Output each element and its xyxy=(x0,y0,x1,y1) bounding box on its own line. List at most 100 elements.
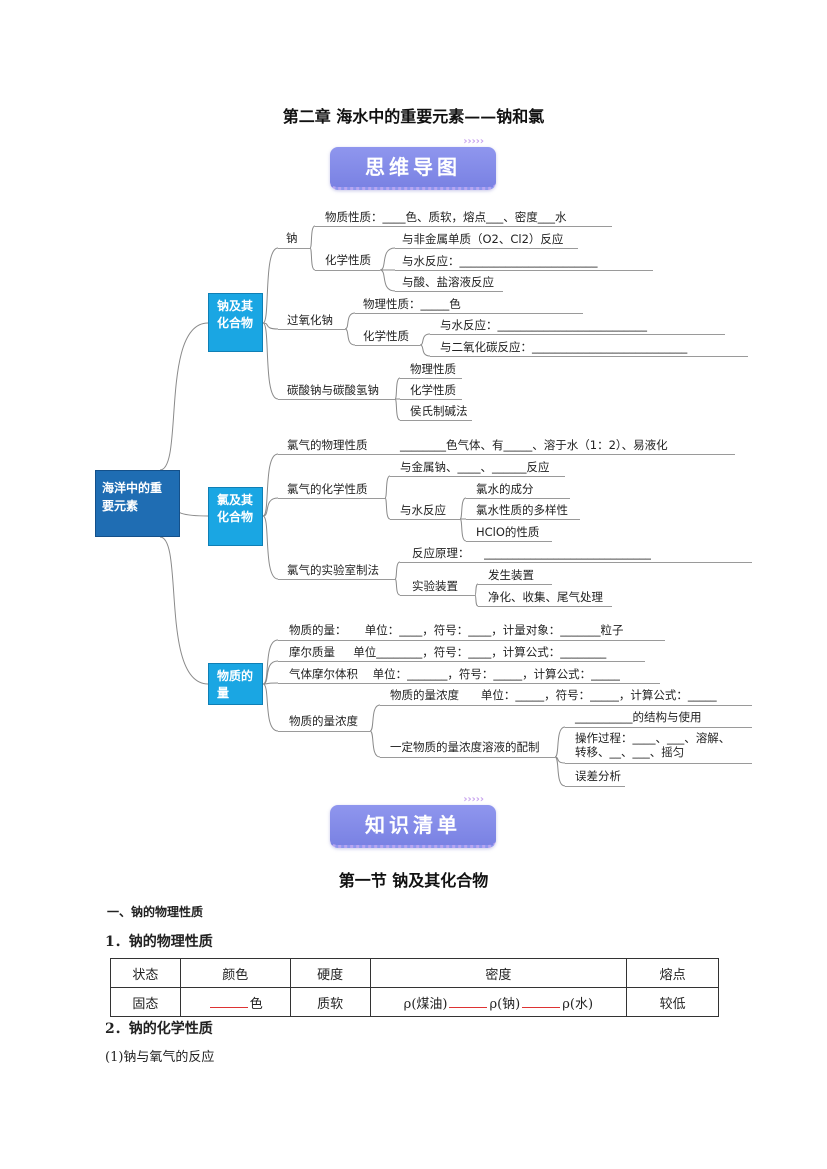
cell-state: 固态 xyxy=(110,987,181,1017)
chevrons-icon: ››››› xyxy=(463,794,484,805)
node-carb-chemical: 化学性质 xyxy=(410,383,456,397)
connector-line xyxy=(262,682,279,685)
connector-line xyxy=(262,322,279,330)
branch-line xyxy=(278,454,735,455)
connector-line xyxy=(554,756,566,787)
connector-line xyxy=(262,497,279,517)
node-concentration-def: 物质的量浓度 单位：_____，符号：_____，计算公式：_____ xyxy=(390,688,717,702)
node-na-physical: 物质性质：____色、质软，熔点___、密度___水 xyxy=(325,210,567,224)
branch-line xyxy=(355,345,420,346)
branch-sodium: 钠及其化合物 xyxy=(208,293,263,352)
node-na2o2-co2: 与二氧化碳反应：___________________________ xyxy=(440,340,688,354)
color-suffix: 色 xyxy=(249,996,263,1012)
fill-blank[interactable] xyxy=(209,995,248,1008)
connector-line xyxy=(394,561,401,580)
node-lab-principle: 反应原理： _____________________________ xyxy=(412,546,651,560)
chevrons-icon: ››››› xyxy=(463,136,484,147)
connector-line xyxy=(262,322,279,400)
fill-blank[interactable] xyxy=(449,995,488,1008)
branch-line xyxy=(278,579,395,580)
node-carbonates: 碳酸钠与碳酸氢钠 xyxy=(287,383,379,397)
subheading-chemical: 2．钠的化学性质 xyxy=(105,1021,213,1037)
chapter-title: 第二章 海水中的重要元素——钠和氯 xyxy=(282,107,545,126)
branch-line xyxy=(390,476,565,477)
branch-line xyxy=(390,519,460,520)
branch-line xyxy=(400,399,462,400)
rho-sodium: ρ(钠) xyxy=(489,996,521,1012)
node-procedure: 操作过程：____、___、溶解、 转移、__、___、摇匀 xyxy=(575,731,731,759)
branch-line xyxy=(466,498,570,499)
node-chlorine-water-components: 氯水的成分 xyxy=(476,482,534,496)
node-cl-metal: 与金属钠、____、______反应 xyxy=(400,460,550,474)
connector-line xyxy=(394,398,401,421)
branch-chlorine: 氯及其化合物 xyxy=(208,487,263,546)
connector-line xyxy=(159,536,209,685)
node-carb-physical: 物理性质 xyxy=(410,362,456,376)
subheading-physical: 1．钠的物理性质 xyxy=(105,934,213,950)
node-solution-prep: 一定物质的量浓度溶液的配制 xyxy=(390,740,540,754)
connector-line xyxy=(384,475,391,499)
knowledge-banner-label: 知识清单 xyxy=(365,813,461,837)
node-amount: 物质的量： 单位：____，符号：____，计量对象：_______粒子 xyxy=(289,623,624,637)
connector-line xyxy=(262,247,279,324)
node-error-analysis: 误差分析 xyxy=(575,769,621,783)
branch-line xyxy=(315,226,612,227)
connector-line xyxy=(369,730,381,758)
branch-line xyxy=(278,498,385,499)
connector-line xyxy=(379,247,396,271)
rho-kerosene: ρ(煤油) xyxy=(403,996,448,1012)
connector-line xyxy=(394,377,401,400)
mindmap-root: 海洋中的重要元素 xyxy=(95,470,180,537)
connector-line xyxy=(262,515,279,580)
branch-line xyxy=(478,606,612,607)
table-header: 密度 xyxy=(369,958,628,988)
sodium-properties-table: 状态 颜色 硬度 密度 熔点 固态 色 质软 ρ(煤油)ρ(钠)ρ(水) 较低 xyxy=(110,958,719,1017)
node-na2o2: 过氧化钠 xyxy=(287,313,333,327)
connector-line xyxy=(474,594,479,607)
connector-line xyxy=(262,683,279,732)
table-row: 固态 色 质软 ρ(煤油)ρ(钠)ρ(水) 较低 xyxy=(110,987,719,1017)
table-header: 熔点 xyxy=(626,958,719,988)
node-purify: 净化、收集、尾气处理 xyxy=(488,590,603,604)
connector-line xyxy=(262,639,279,685)
branch-line xyxy=(380,757,555,758)
table-header: 硬度 xyxy=(289,958,371,988)
branch-line xyxy=(278,661,645,662)
rho-water: ρ(水) xyxy=(562,996,594,1012)
branch-line xyxy=(565,763,752,764)
connector-line xyxy=(309,225,316,249)
connector-line xyxy=(459,497,467,520)
node-molar-mass: 摩尔质量 单位________，符号：____，计算公式：________ xyxy=(289,645,607,659)
branch-line xyxy=(565,786,625,787)
branch-line xyxy=(278,640,665,641)
table-header: 状态 xyxy=(110,958,181,988)
connector-line xyxy=(369,704,381,732)
node-lab-apparatus: 实验装置 xyxy=(412,579,458,593)
connector-line xyxy=(474,583,479,596)
branch-line xyxy=(355,313,583,314)
branch-line xyxy=(400,378,462,379)
cell-density: ρ(煤油) ρ(钠) ρ(水) xyxy=(369,987,628,1017)
mindmap-banner-label: 思维导图 xyxy=(365,155,461,179)
branch-line xyxy=(395,248,578,249)
node-flask: __________的结构与使用 xyxy=(575,710,702,724)
node-sodium: 钠 xyxy=(286,231,298,245)
connector-line xyxy=(344,312,356,330)
connector-line xyxy=(394,578,401,596)
node-cl-lab: 氯气的实验室制法 xyxy=(287,563,379,577)
node-chlorine-water-properties: 氯水性质的多样性 xyxy=(476,503,568,517)
branch-line xyxy=(380,705,752,706)
branch-line xyxy=(278,683,660,684)
branch-line xyxy=(565,727,752,728)
connector-line xyxy=(419,333,431,346)
section-title: 第一节 钠及其化合物 xyxy=(338,871,489,890)
node-concentration: 物质的量浓度 xyxy=(289,714,358,728)
fill-blank[interactable] xyxy=(522,995,561,1008)
branch-line xyxy=(278,248,310,249)
branch-line xyxy=(430,334,725,335)
cell-hardness: 质软 xyxy=(289,987,371,1017)
node-cl-chemical: 氯气的化学性质 xyxy=(287,482,368,496)
branch-line xyxy=(278,731,370,732)
branch-line xyxy=(400,420,472,421)
